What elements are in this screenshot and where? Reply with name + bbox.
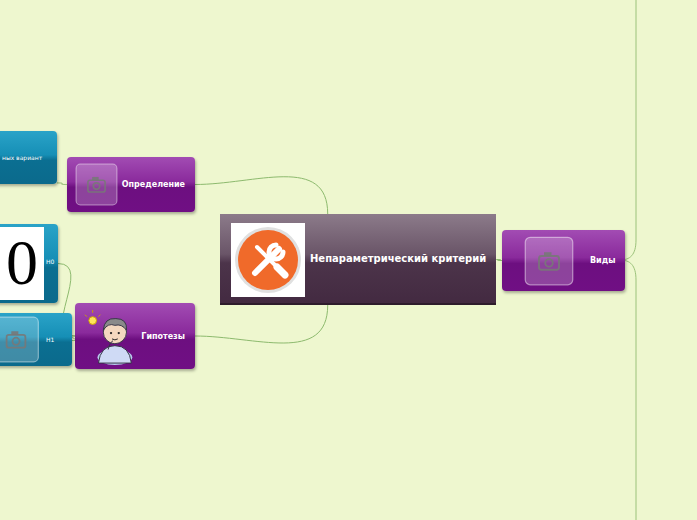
node-picture	[74, 163, 119, 206]
node-label: H1	[46, 336, 54, 343]
node-label: Гипотезы	[141, 332, 185, 341]
topic-box: Определение	[67, 157, 195, 212]
node-label: H0	[46, 258, 54, 265]
topic-box: Виды	[502, 230, 625, 291]
node-label: Виды	[590, 256, 615, 265]
zero-figure: 0	[0, 230, 44, 296]
node-picture	[510, 236, 588, 286]
connector	[57, 183, 67, 185]
node-picture	[0, 316, 42, 363]
note-box: ных вариант	[0, 131, 57, 184]
connector	[195, 305, 328, 343]
node-picture	[83, 307, 141, 365]
node-label: Непараметрический критерий	[310, 253, 486, 264]
hypothesis-box: H1	[0, 313, 72, 366]
central-topic: Непараметрический критерий	[220, 214, 496, 305]
topic-box: Гипотезы	[75, 303, 195, 369]
node-picture	[231, 223, 305, 297]
hypothesis-box: 0H0	[0, 224, 58, 303]
node-label: ных вариант	[2, 154, 48, 162]
node-label: Определение	[122, 180, 185, 189]
connector	[195, 177, 328, 214]
